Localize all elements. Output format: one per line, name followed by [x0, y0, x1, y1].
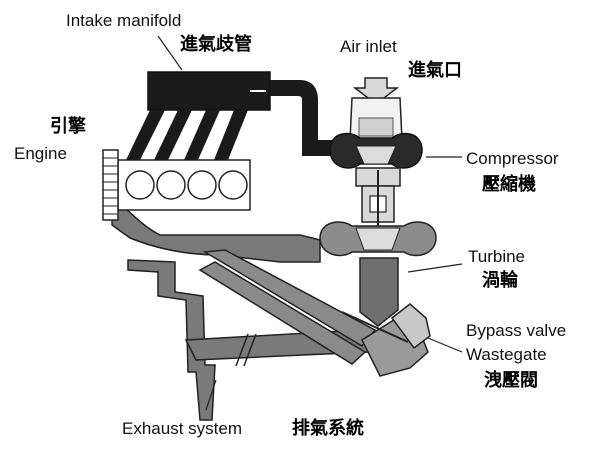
engine-end-plate — [102, 149, 119, 221]
pipe-break-mark — [235, 333, 249, 367]
label-engine-zh: 引擎 — [50, 116, 86, 137]
air-inlet-arrow — [352, 77, 400, 105]
label-compressor-zh: 壓縮機 — [482, 174, 536, 195]
bypass-pipe-lower — [198, 261, 367, 365]
label-air-inlet: Air inlet — [340, 37, 397, 56]
cylinder-2 — [156, 170, 186, 200]
intake-runner-4 — [214, 110, 248, 160]
intake-runner-1 — [126, 110, 165, 160]
compressor-wheel — [355, 145, 397, 165]
exhaust-system — [111, 196, 399, 421]
wastegate-actuator — [390, 303, 431, 350]
exhaust-manifold — [111, 196, 321, 263]
leader-lines — [157, 35, 463, 411]
leader-wastegate — [427, 337, 463, 353]
intake-manifold — [126, 71, 340, 160]
cylinder-1 — [125, 170, 155, 200]
cylinder-4 — [218, 170, 248, 200]
leader-exhaust — [205, 379, 217, 411]
wastegate-rod — [341, 311, 409, 343]
exhaust-pipe-vertical — [127, 259, 216, 421]
cylinder-3 — [187, 170, 217, 200]
label-wastegate: Wastegate — [466, 345, 547, 364]
wastegate-valve — [341, 303, 431, 377]
leader-turbine — [407, 263, 463, 273]
leader-intake-manifold — [157, 35, 183, 71]
intake-runner-3 — [184, 110, 220, 160]
turbine-wheel — [355, 227, 401, 251]
end-plate-ridges — [103, 157, 118, 215]
turbine-outlet — [359, 257, 399, 327]
label-turbine: Turbine — [468, 247, 526, 266]
pipe-break-mark — [243, 333, 257, 367]
bypass-pipe-upper — [202, 249, 377, 347]
turbine — [319, 221, 437, 257]
label-bypass-valve: Bypass valve — [466, 321, 567, 340]
center-housing — [355, 167, 401, 240]
label-intake-manifold-zh: 進氣歧管 — [180, 34, 252, 55]
label-engine: Engine — [14, 144, 67, 163]
label-turbine-zh: 渦輪 — [482, 270, 518, 291]
label-exhaust-system-zh: 排氣系統 — [292, 418, 364, 439]
charge-pipe — [270, 80, 340, 156]
label-exhaust-system: Exhaust system — [122, 419, 242, 438]
compressor — [329, 77, 423, 169]
label-compressor: Compressor — [466, 149, 559, 168]
label-intake-manifold: Intake manifold — [66, 11, 182, 30]
inlet-filter — [358, 117, 394, 137]
intake-runner-2 — [154, 110, 192, 160]
label-wastegate-zh: 洩壓閥 — [484, 370, 538, 391]
intake-plenum — [147, 71, 271, 111]
engine — [102, 149, 251, 221]
label-air-inlet-zh: 進氣口 — [408, 60, 462, 81]
